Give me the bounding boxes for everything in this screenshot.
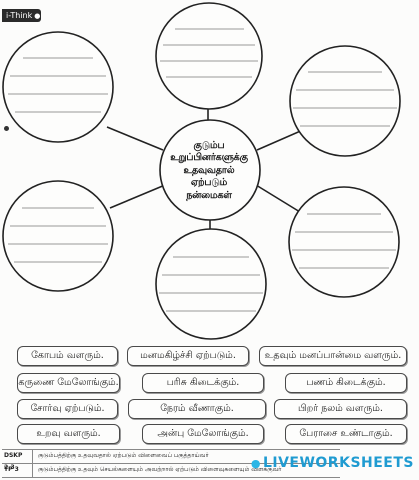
answer-card[interactable]: பிறர் நலம் வளரும்.	[274, 399, 407, 419]
standard-row: TP 3 குடும்பத்திற்கு உதவும் செயல்களையும்…	[4, 464, 344, 476]
center-bubble	[159, 119, 261, 221]
liveworksheets-watermark: ●LIVEWORKSHEETS	[251, 455, 414, 471]
standard-code: DSKP 2.3	[4, 452, 23, 471]
watermark-text: LIVEWORKSHEETS	[262, 455, 414, 471]
bubble-top-left[interactable]	[2, 31, 114, 143]
i-think-badge: i-Think●	[2, 9, 41, 22]
margin-dot	[4, 126, 9, 131]
bubble-bottom[interactable]	[155, 228, 267, 340]
bubble-top[interactable]	[155, 2, 263, 110]
bubble-bottom-left[interactable]	[2, 180, 114, 292]
i-think-label: i-Think	[6, 11, 33, 20]
answer-card[interactable]: உதவும் மனப்பான்மை வளரும்.	[259, 346, 407, 366]
answer-card[interactable]: பேராசை உண்டாகும்.	[285, 424, 407, 444]
standard-text: குடும்பத்திற்கு உதவும் செயல்களையும் அவற்…	[38, 466, 282, 473]
answer-card[interactable]: பணம் கிடைக்கும்.	[285, 373, 407, 393]
standard-text: குடும்பத்திற்கு உதவுவதால் ஏற்படும் விளைவ…	[38, 452, 209, 459]
answer-card[interactable]: கோபம் வளரும்.	[17, 346, 118, 366]
liveworksheets-logo-icon: ●	[250, 457, 261, 470]
answer-card[interactable]: சோர்வு ஏற்படும்.	[17, 399, 118, 419]
answer-card[interactable]: கருணை மேலோங்கும்.	[17, 373, 120, 393]
learning-standards-table: DSKP 2.3 குடும்பத்திற்கு உதவுவதால் ஏற்பட…	[0, 449, 419, 480]
bubble-bottom-right[interactable]	[288, 186, 400, 298]
lightbulb-icon: ●	[34, 12, 41, 20]
answer-card[interactable]: பரிசு கிடைக்கும்.	[142, 373, 264, 393]
answer-card[interactable]: நேரம் வீணாகும்.	[128, 399, 266, 419]
standard-row: DSKP 2.3 குடும்பத்திற்கு உதவுவதால் ஏற்பட…	[4, 450, 344, 471]
standard-code: TP 3	[4, 466, 19, 473]
answer-card[interactable]: உறவு வளரும்.	[17, 424, 120, 444]
answer-card[interactable]: அன்பு மேலோங்கும்.	[142, 424, 264, 444]
bubble-top-right[interactable]	[289, 45, 401, 157]
center-topic: குடும்ப உறுப்பினர்களுக்கு உதவுவதால் ஏற்ப…	[170, 140, 248, 201]
answer-card[interactable]: மனமகிழ்ச்சி ஏற்படும்.	[127, 346, 249, 366]
writing-lines	[8, 28, 397, 312]
